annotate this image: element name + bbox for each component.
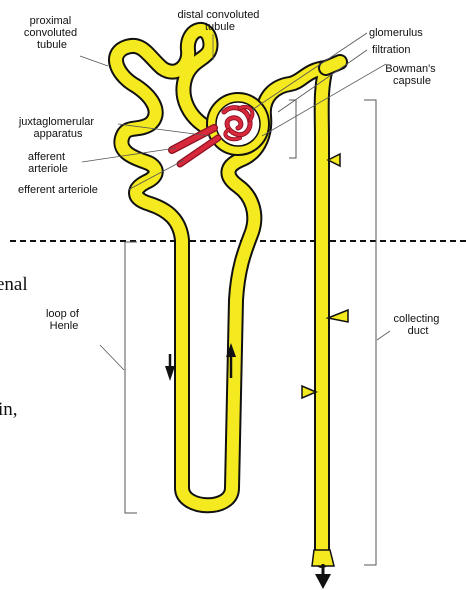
label-collecting-duct: collecting duct — [394, 313, 443, 337]
label-glomerulus: glomerulus — [369, 27, 423, 39]
collecting-duct-bracket — [364, 100, 376, 565]
outflow-arrow — [315, 564, 331, 589]
label-bowmans-capsule: Bowman's capsule — [385, 63, 438, 87]
background-text-1: enal — [0, 274, 28, 295]
arterioles — [172, 128, 218, 164]
label-proximal-convoluted-tubule: proximal convoluted tubule — [24, 15, 80, 51]
label-juxtaglomerular-apparatus: juxtaglomerular apparatus — [18, 116, 97, 140]
label-filtration: filtration — [372, 44, 411, 56]
label-loop-of-henle: loop of Henle — [46, 308, 82, 332]
background-text-2: in, — [0, 399, 18, 420]
capsule-bracket — [289, 100, 296, 158]
down-arrow — [165, 354, 175, 381]
label-efferent-arteriole: efferent arteriole — [18, 184, 98, 196]
bowmans-capsule — [207, 93, 269, 155]
loop-of-henle-bracket — [125, 242, 137, 513]
label-afferent-arteriole: afferent arteriole — [28, 151, 68, 175]
